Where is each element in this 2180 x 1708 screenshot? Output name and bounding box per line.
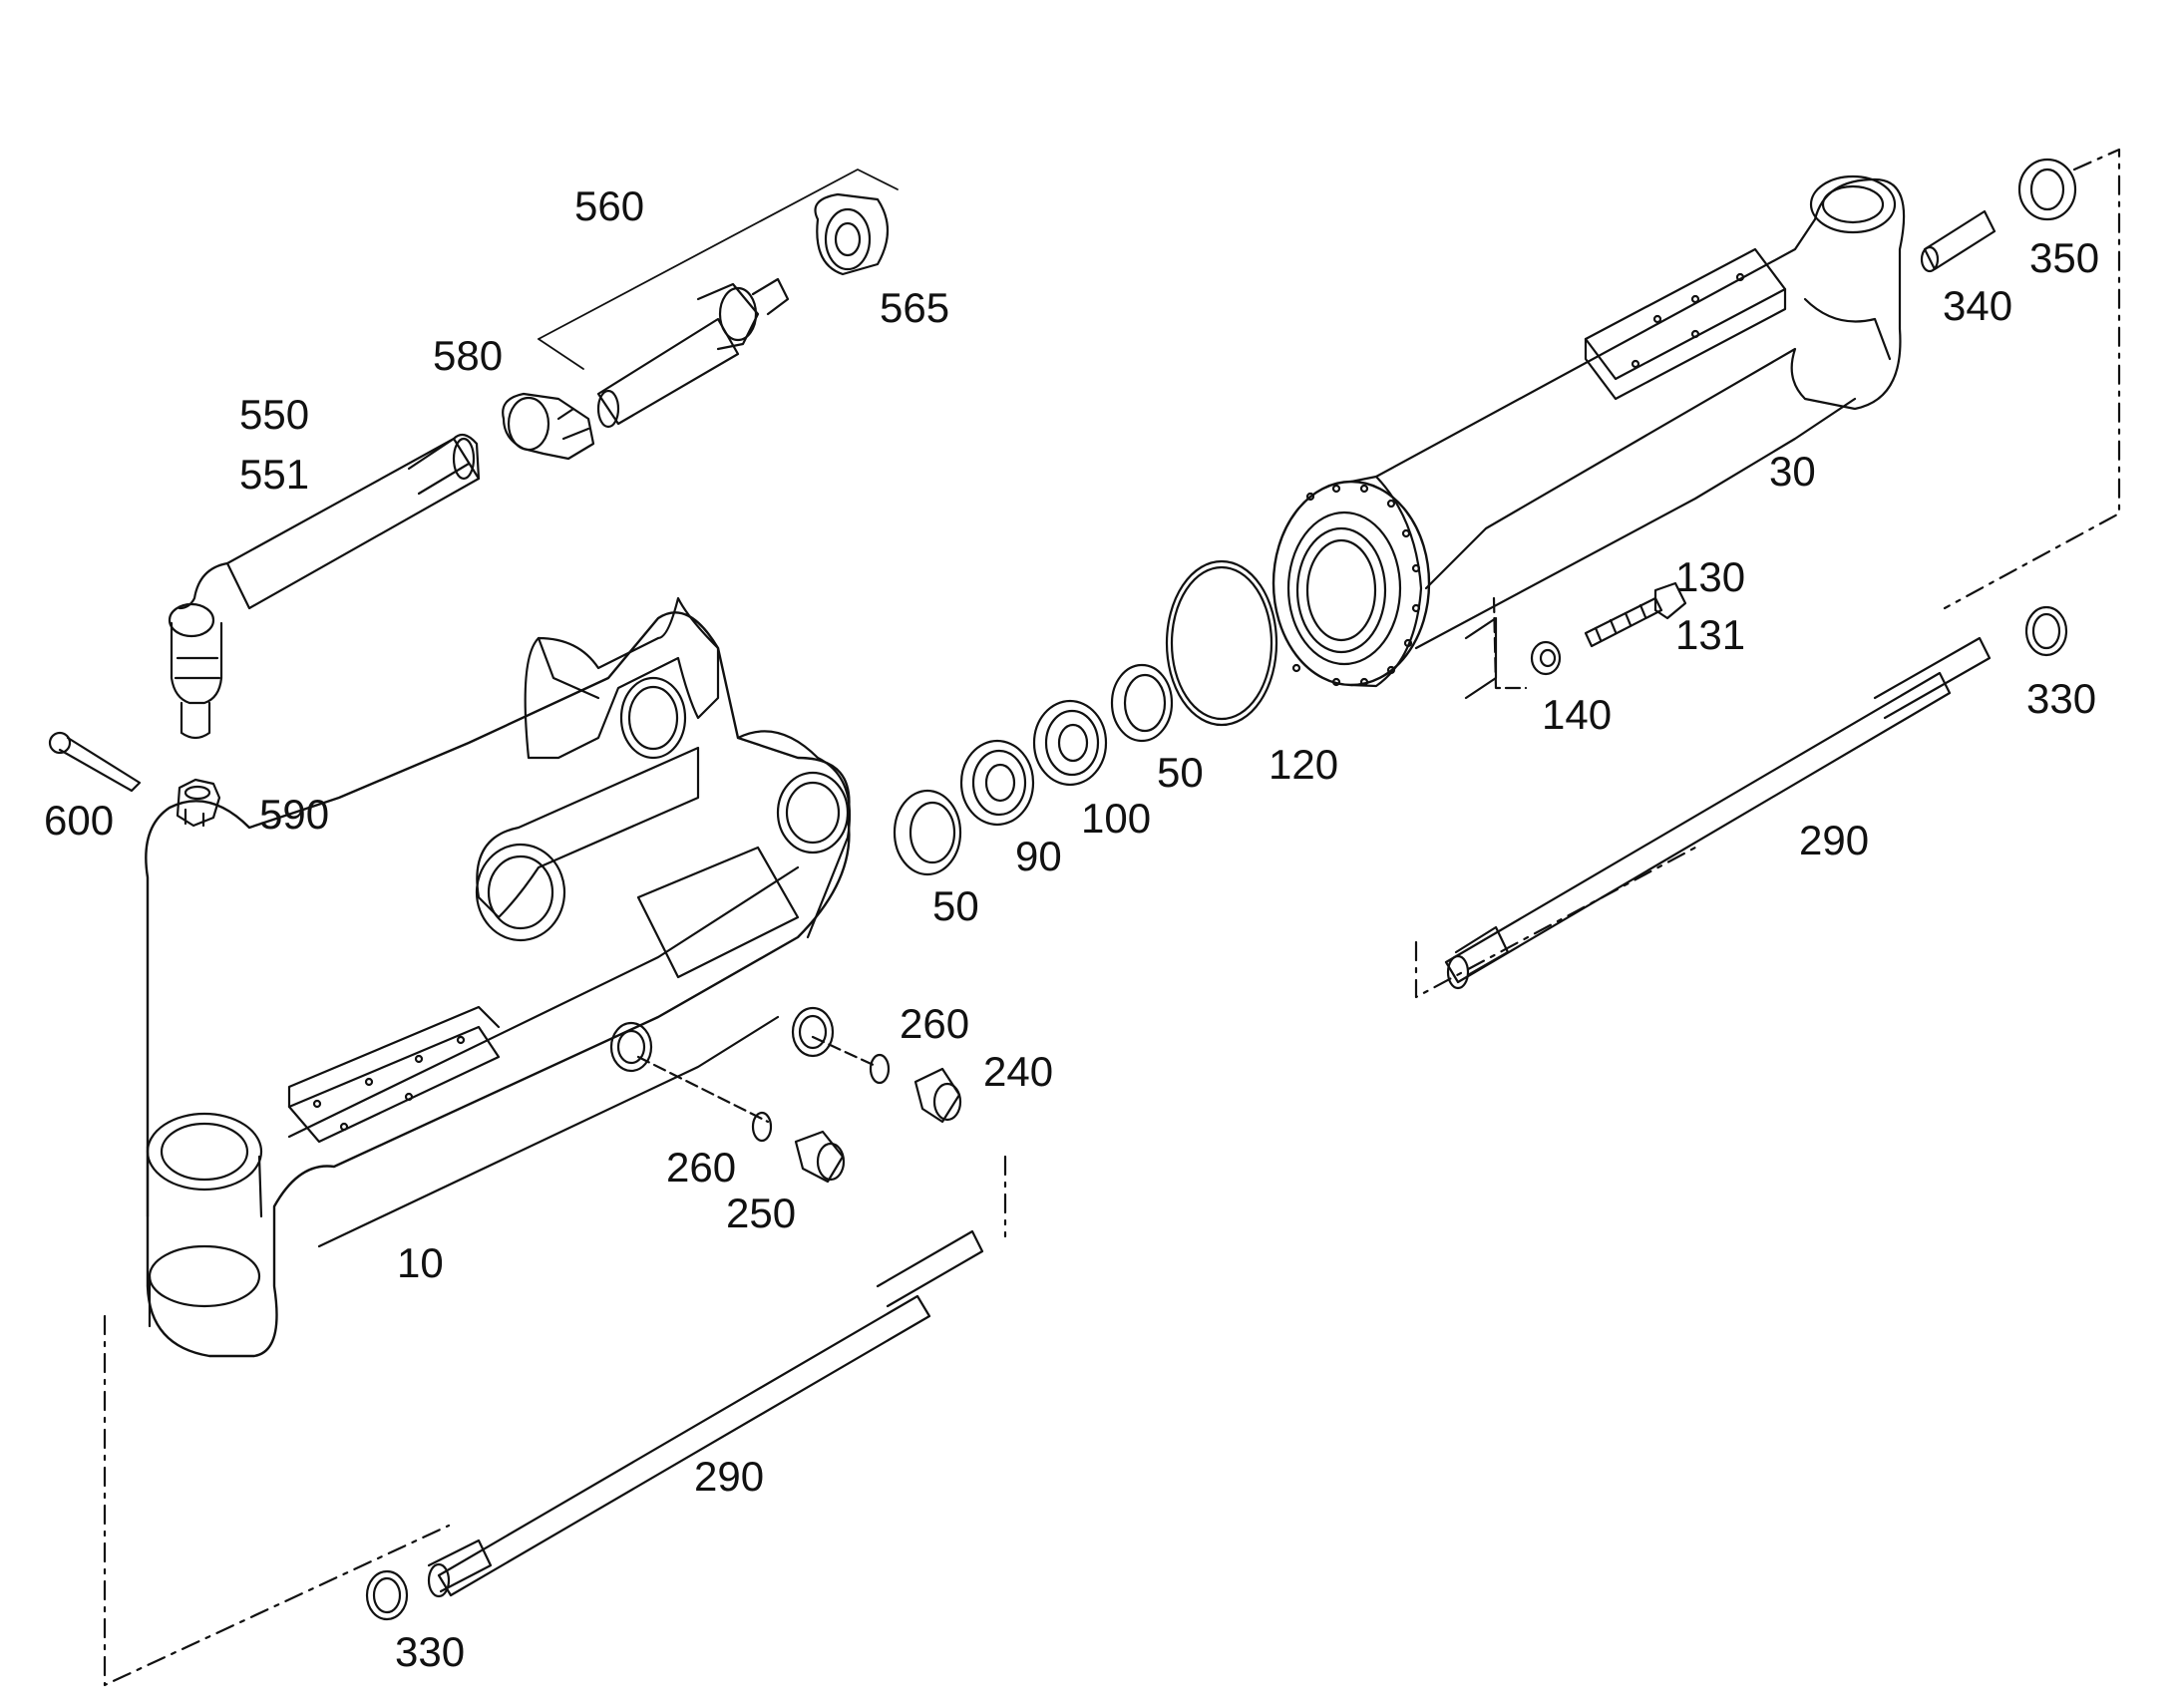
part-label-290-right: 290 [1799,817,1870,863]
part-label-50-lower: 50 [932,882,979,929]
part-label-131: 131 [1675,611,1746,658]
part-label-290-left: 290 [694,1453,765,1500]
screw-and-washer [1492,581,1687,690]
drive-shaft-right [1414,636,1992,999]
part-label-10: 10 [397,1239,444,1286]
part-label-590: 590 [259,791,330,838]
bearing-and-seal-stack [893,559,1278,876]
part-label-260-upper: 260 [900,1000,970,1047]
part-label-250: 250 [726,1190,797,1236]
part-label-260-lower: 260 [666,1144,737,1191]
drive-shaft-left [103,1155,1007,1687]
part-label-90: 90 [1015,833,1062,879]
part-label-30: 30 [1769,448,1816,495]
right-axle-housing [1272,174,1906,700]
tie-rod-assembly [48,169,899,828]
part-label-100: 100 [1081,795,1152,842]
part-label-240: 240 [983,1048,1054,1095]
part-label-565: 565 [880,284,950,331]
bushing-and-seal-right [1920,148,2121,657]
part-label-330-left: 330 [395,1628,466,1675]
part-label-130: 130 [1675,553,1746,600]
part-label-50-upper: 50 [1157,749,1204,796]
plugs-and-orings [636,1035,962,1184]
part-label-140: 140 [1542,691,1613,738]
part-label-120: 120 [1269,741,1339,788]
part-label-580: 580 [433,332,504,379]
part-label-551: 551 [239,451,310,498]
part-label-550: 550 [239,391,310,438]
left-axle-housing [145,596,852,1358]
part-label-560: 560 [574,182,645,229]
part-label-340: 340 [1943,282,2013,329]
part-label-600: 600 [44,797,115,844]
part-label-350: 350 [2029,234,2100,281]
part-label-330-right: 330 [2026,675,2097,722]
